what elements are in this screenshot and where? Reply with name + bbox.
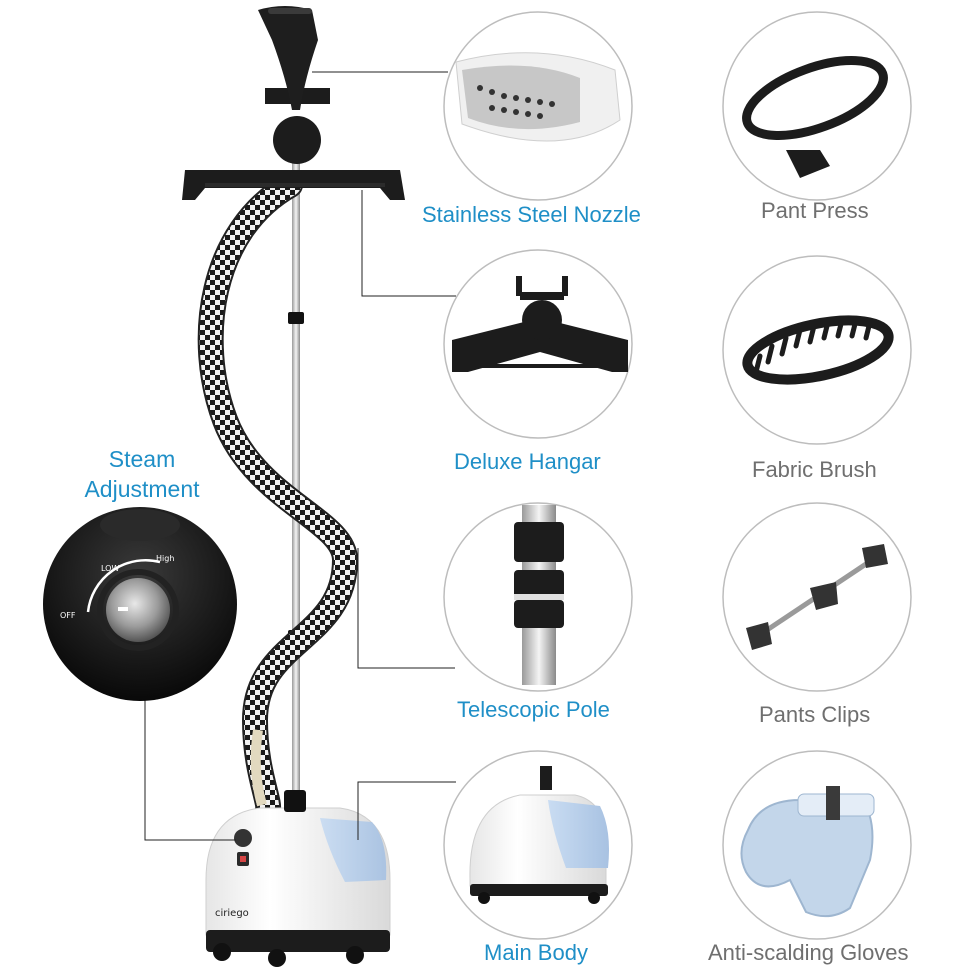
steam-title-line2: Adjustment <box>84 476 200 502</box>
label-telescopic-pole: Telescopic Pole <box>457 697 610 722</box>
glove-icon <box>722 750 912 940</box>
hanger-icon <box>443 249 633 439</box>
steam-adjustment-title: Steam Adjustment <box>76 444 208 504</box>
brand-logo: ciriego <box>215 908 249 919</box>
steam-title-line1: Steam <box>108 446 176 472</box>
pole-icon <box>443 502 633 692</box>
label-deluxe-hangar: Deluxe Hangar <box>454 449 601 474</box>
pants-clips-icon <box>722 502 912 692</box>
label-fabric-brush: Fabric Brush <box>752 457 877 482</box>
label-main-body: Main Body <box>484 940 588 965</box>
steam-knob <box>106 578 170 642</box>
knob-label-low: LOW <box>101 564 120 573</box>
label-anti-scalding-gloves: Anti-scalding Gloves <box>708 940 909 965</box>
steamer-body-icon <box>443 750 633 940</box>
pole <box>292 160 300 810</box>
knob-label-high: High <box>156 554 175 563</box>
label-stainless-steel-nozzle: Stainless Steel Nozzle <box>422 202 641 227</box>
pant-press-icon <box>722 11 912 201</box>
nozzle-head <box>258 6 318 110</box>
label-pants-clips: Pants Clips <box>759 702 871 727</box>
knob-label-off: OFF <box>60 611 76 620</box>
nozzle-icon <box>443 11 633 201</box>
fabric-brush-icon <box>722 255 912 445</box>
label-pant-press: Pant Press <box>761 198 869 223</box>
